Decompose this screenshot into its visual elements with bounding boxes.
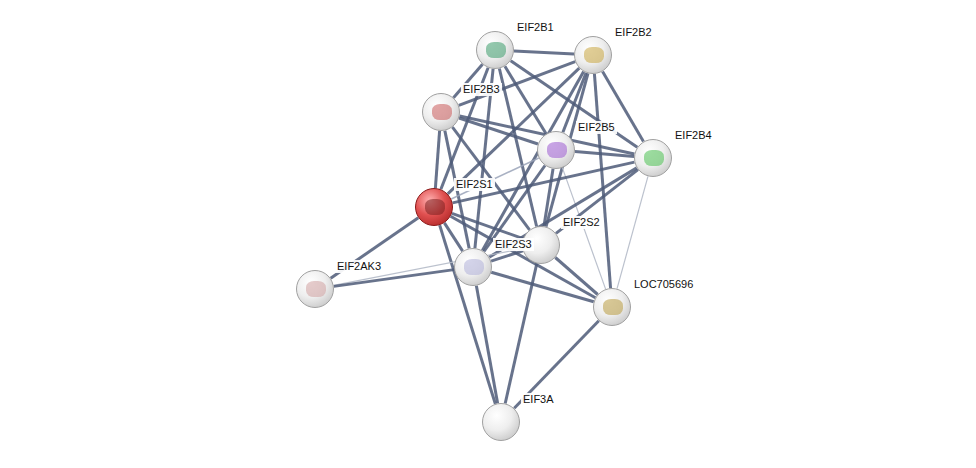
structure-thumbnail xyxy=(432,104,452,120)
interaction-edge xyxy=(331,218,419,278)
protein-node: EIF2B1 xyxy=(476,31,514,69)
interaction-edge xyxy=(617,176,648,288)
interaction-edge xyxy=(435,131,439,188)
interaction-edge xyxy=(491,251,523,261)
interaction-edge xyxy=(491,272,593,301)
protein-node: EIF2B5 xyxy=(537,131,575,169)
structure-thumbnail xyxy=(603,299,623,315)
interaction-edge xyxy=(459,62,575,106)
structure-thumbnail xyxy=(464,259,484,275)
structure-thumbnail xyxy=(486,42,506,58)
node-label: LOC705696 xyxy=(632,278,695,291)
node-label: EIF2B2 xyxy=(613,26,654,39)
protein-node: EIF2B3 xyxy=(422,93,460,131)
structure-thumbnail xyxy=(425,199,445,215)
structure-thumbnail xyxy=(547,142,567,158)
node-label: EIF3A xyxy=(521,393,556,406)
interaction-edge xyxy=(489,168,636,257)
structure-thumbnail xyxy=(306,281,326,297)
node-label: EIF2B4 xyxy=(673,129,714,142)
node-label: EIF2AK3 xyxy=(335,260,383,273)
interaction-edge xyxy=(452,127,529,230)
interaction-edge xyxy=(453,162,635,203)
protein-node: EIF2B2 xyxy=(574,36,612,74)
node-label: EIF2B5 xyxy=(576,121,617,134)
node-label: EIF2B3 xyxy=(461,83,502,96)
interaction-edge xyxy=(452,213,523,238)
node-label: EIF2S2 xyxy=(561,216,602,229)
interaction-edge xyxy=(514,51,574,54)
interaction-edge xyxy=(594,74,610,288)
protein-node: EIF2AK3 xyxy=(296,270,334,308)
structure-thumbnail xyxy=(644,150,664,166)
interaction-edge xyxy=(334,249,523,286)
interaction-edge xyxy=(555,257,597,294)
interaction-edge xyxy=(575,152,634,157)
structure-thumbnail xyxy=(584,47,604,63)
interaction-edge xyxy=(476,286,497,404)
protein-node: EIF2B4 xyxy=(634,139,672,177)
interaction-edge xyxy=(440,225,496,404)
interaction-edge xyxy=(556,170,638,234)
node-label: EIF2S3 xyxy=(493,238,534,251)
protein-node: EIF2S3 xyxy=(454,248,492,286)
protein-node: EIF3A xyxy=(482,403,520,441)
node-label: EIF2S1 xyxy=(454,178,495,191)
interaction-edge xyxy=(514,321,599,409)
node-label: EIF2B1 xyxy=(515,21,556,34)
protein-node: EIF2S1 xyxy=(415,188,453,226)
protein-node: LOC705696 xyxy=(593,288,631,326)
